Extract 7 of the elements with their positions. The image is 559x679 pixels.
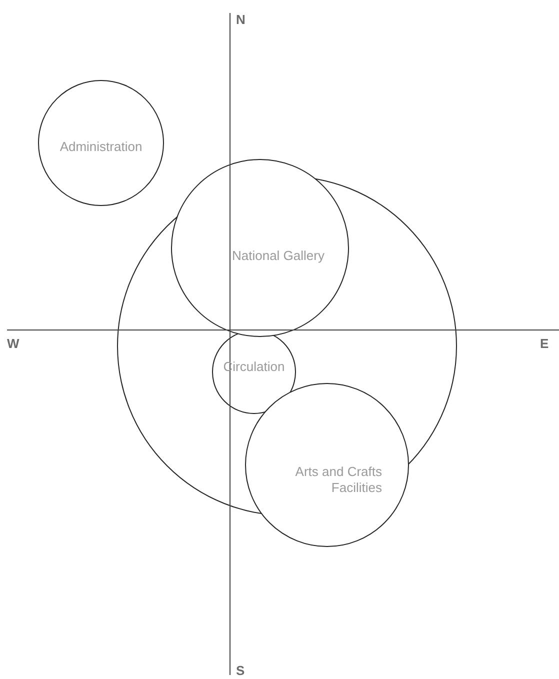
compass-letter: S	[236, 663, 245, 678]
compass-letter: W	[7, 336, 20, 351]
compass-letter: N	[236, 12, 246, 27]
zone-label: National Gallery	[232, 248, 326, 264]
zone-label: Administration	[58, 139, 144, 155]
zone-label: Arts and Crafts Facilities	[294, 464, 382, 496]
compass-letter: E	[540, 336, 549, 351]
